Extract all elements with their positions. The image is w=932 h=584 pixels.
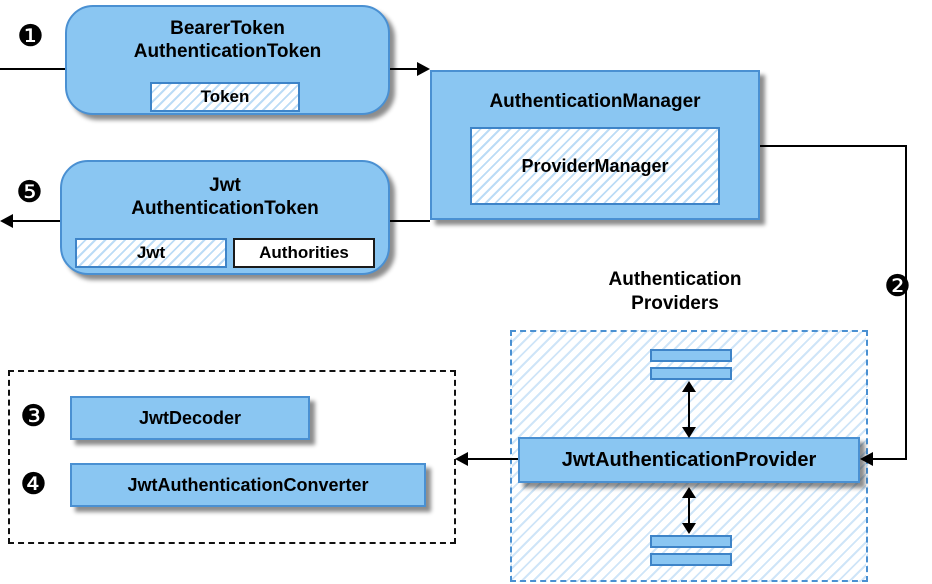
- manager-to-provider-arrowhead: [860, 452, 873, 466]
- jwt-inner-box: Jwt: [75, 238, 227, 268]
- step-3-badge: ❸: [20, 400, 47, 433]
- jwt-token-title-line1: Jwt: [209, 175, 241, 196]
- token-label: Token: [200, 87, 250, 106]
- provider-placeholder-bar: [650, 535, 732, 548]
- manager-to-provider-line-top: [760, 145, 907, 147]
- step-4-badge: ❹: [20, 468, 47, 501]
- authentication-manager-title: AuthenticationManager: [489, 91, 701, 112]
- step-1-badge: ❶: [17, 20, 44, 53]
- jwt-token-outgoing-line: [10, 220, 60, 222]
- provider-top-arrowhead-down: [682, 427, 696, 438]
- jwt-authentication-provider-label: JwtAuthenticationProvider: [561, 448, 817, 471]
- provider-top-arrowhead-up: [682, 381, 696, 392]
- provider-placeholder-bar: [650, 553, 732, 566]
- step-5-badge: ❺: [16, 176, 43, 209]
- provider-to-converters-line: [466, 458, 518, 460]
- jwt-decoder-label: JwtDecoder: [138, 407, 242, 428]
- authorities-label: Authorities: [259, 243, 349, 262]
- manager-to-jwt-token-line: [390, 220, 430, 222]
- bearer-token-box-title: BearerToken AuthenticationToken: [67, 17, 388, 63]
- provider-top-double-arrow-line: [688, 388, 690, 430]
- bearer-to-manager-arrowhead: [417, 62, 430, 76]
- jwt-authentication-provider-box: JwtAuthenticationProvider: [518, 437, 860, 483]
- provider-bottom-double-arrow-line: [688, 494, 690, 526]
- manager-to-provider-line-vertical: [905, 145, 907, 459]
- authentication-providers-heading-line1: Authentication: [608, 269, 742, 290]
- provider-placeholder-bar: [650, 367, 732, 380]
- jwt-token-title-line2: AuthenticationToken: [131, 198, 319, 219]
- provider-bottom-arrowhead-up: [682, 487, 696, 498]
- manager-to-provider-line-bottom: [872, 458, 907, 460]
- provider-bottom-arrowhead-down: [682, 523, 696, 534]
- provider-manager-inner-box: ProviderManager: [470, 127, 720, 205]
- bearer-token-title-line1: BearerToken: [170, 18, 285, 39]
- authentication-providers-heading-line2: Providers: [631, 293, 719, 314]
- provider-manager-label: ProviderManager: [521, 155, 669, 176]
- jwt-token-outgoing-arrowhead: [0, 214, 13, 228]
- authorities-inner-box: Authorities: [233, 238, 375, 268]
- jwt-token-box-title: Jwt AuthenticationToken: [62, 174, 388, 220]
- bearer-to-manager-line: [390, 68, 418, 70]
- bearer-token-title-line2: AuthenticationToken: [133, 41, 322, 62]
- jwt-authentication-converter-label: JwtAuthenticationConverter: [127, 474, 369, 495]
- jwt-label: Jwt: [136, 243, 166, 262]
- provider-to-converters-arrowhead: [455, 452, 468, 466]
- incoming-request-line: [0, 68, 65, 70]
- step-2-badge: ❷: [884, 270, 911, 303]
- provider-placeholder-bar: [650, 349, 732, 362]
- jwt-authentication-converter-box: JwtAuthenticationConverter: [70, 463, 426, 507]
- authentication-providers-heading: Authentication Providers: [560, 268, 790, 316]
- token-inner-box: Token: [150, 82, 300, 112]
- jwt-decoder-box: JwtDecoder: [70, 396, 310, 440]
